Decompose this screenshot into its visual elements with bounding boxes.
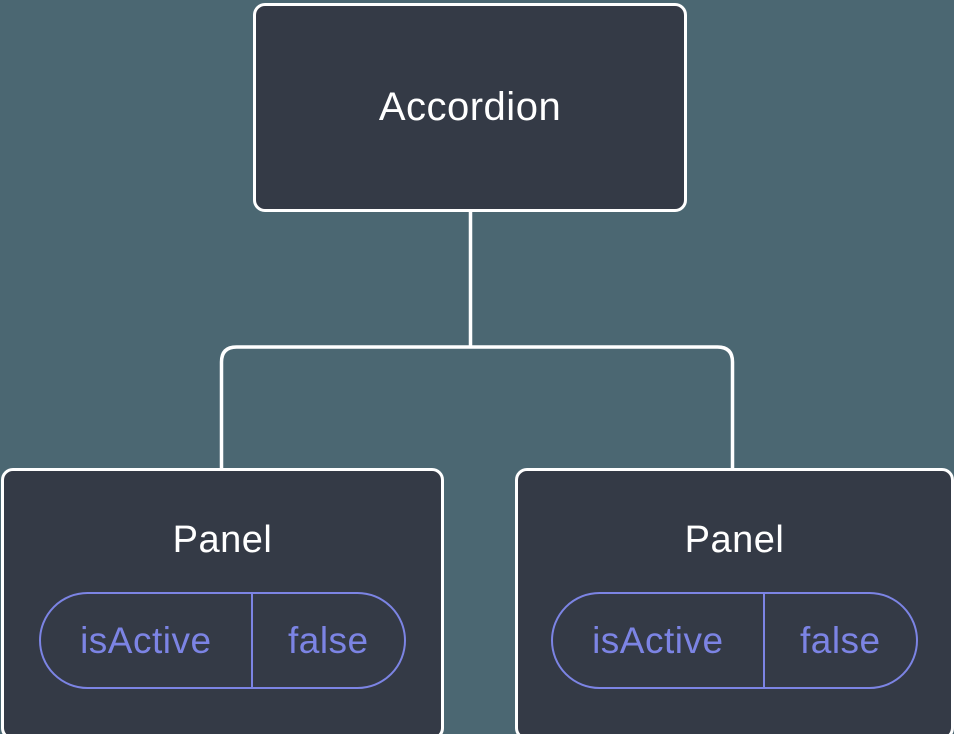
panel-node-right: Panel isActive false	[515, 468, 954, 734]
state-pill: isActive false	[39, 592, 406, 689]
panel-node-left: Panel isActive false	[1, 468, 444, 734]
panel-node-label: Panel	[684, 519, 785, 561]
connector-bracket-line	[219, 345, 735, 471]
state-key: isActive	[41, 594, 253, 687]
panel-node-label: Panel	[172, 519, 273, 561]
accordion-node: Accordion	[253, 3, 687, 212]
state-key: isActive	[553, 594, 765, 687]
accordion-node-label: Accordion	[378, 85, 562, 129]
state-pill: isActive false	[551, 592, 918, 689]
state-value: false	[799, 619, 881, 661]
state-value: false	[287, 619, 369, 661]
